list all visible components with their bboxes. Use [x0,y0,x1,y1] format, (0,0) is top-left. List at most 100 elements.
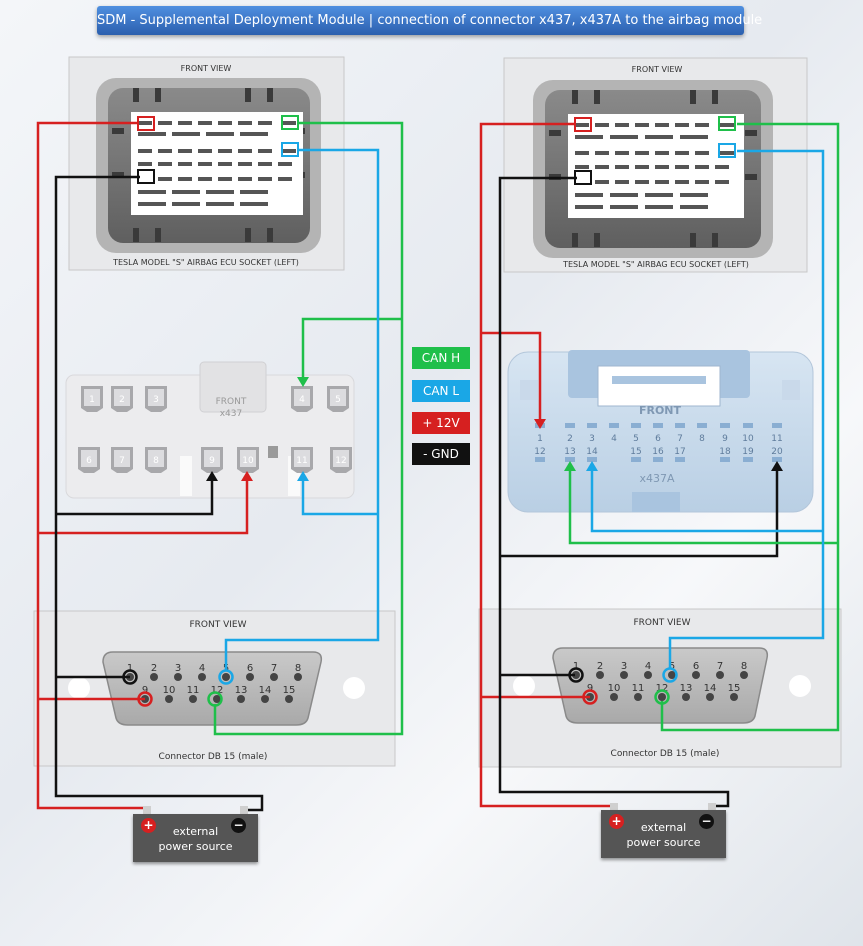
left-arrow-gnd [206,471,218,481]
db15-rings [122,667,678,707]
db15-pin [198,673,206,681]
x437A-pin-bottom [743,457,753,462]
right-power-line1: external [640,821,687,834]
right-db15-ring-1 [568,667,584,683]
left-socket-gnd-marker [137,169,155,184]
left-arrow-12v [241,471,253,481]
left-wire-can-h [213,121,404,736]
right-arrow-can-l [586,461,598,471]
db15-pin-label: 11 [632,683,645,694]
db15-pin [716,671,724,679]
right-socket-footer: TESLA MODEL "S" AIRBAG ECU SOCKET (LEFT) [562,260,749,269]
x437A-pin-top [565,423,575,428]
db15-pin [620,671,628,679]
x437A-pin-label: 7 [677,434,683,444]
right-db15-header: FRONT VIEW [633,618,690,628]
db15-pin [596,671,604,679]
page-title: SDM - Supplemental Deployment Module | c… [97,6,762,35]
arrowheads [206,377,783,481]
x437A-pin-label: 5 [633,434,639,444]
db15-pin-label: 10 [163,685,176,696]
left-db15-footer: Connector DB 15 (male) [159,752,268,762]
db15-pin-label: 2 [597,661,603,672]
x437-pin-label: 6 [86,456,92,466]
db15-pin-label: 2 [151,663,157,674]
db15-pin [237,695,245,703]
left-socket-12v-marker [137,116,155,131]
db15-pin-label: 10 [608,683,621,694]
legend-gnd: - GND [412,443,470,465]
left-wire-can-l [224,148,380,671]
db15-pin [644,671,652,679]
right-db15-ring-5 [662,667,678,683]
x437-pin: 7 [111,447,133,473]
db15-pin-label: 3 [175,663,181,674]
db15-pin-label: 5 [669,661,675,672]
minus-icon: − [699,814,714,829]
x437A-pin-label: 1 [537,434,543,444]
x437A-pin-bottom [675,457,685,462]
x437-pin: 5 [327,386,349,412]
db15-pin [222,673,230,681]
db15-pin-label: 1 [127,663,133,674]
db15-pin-label: 7 [271,663,277,674]
x437A-pin-top [675,423,685,428]
right-power-line2: power source [626,836,701,849]
x437-pin-label: 12 [335,456,346,466]
x437-pin-label: 1 [89,395,95,405]
x437A-pin-top [720,423,730,428]
x437-pin: 9 [201,447,223,473]
x437A-pin-label: 16 [652,447,664,457]
db15-pin-label: 8 [295,663,301,674]
right-socket-can-l-marker [718,143,736,158]
x437-pin-label: 8 [153,456,159,466]
db15-pin-label: 9 [142,685,148,696]
x437-pin-label: 4 [299,395,305,405]
left-arrow-can-l [297,471,309,481]
right-db15-ring-9 [582,689,598,705]
right-arrow-12v [534,419,546,429]
x437A-pin-label: 3 [589,434,595,444]
right-socket-can-h-marker [718,116,736,131]
x437-pin-label: 11 [296,456,307,466]
left-socket-header: FRONT VIEW [181,64,232,73]
x437-pin: 8 [145,447,167,473]
db15-pin [246,673,254,681]
legend-plus-12v: + 12V [412,412,470,434]
left-wire-can-h-x437 [301,317,402,377]
right-db15-footer: Connector DB 15 (male) [611,749,720,759]
left-socket-pins [138,121,296,206]
db15-pin [150,673,158,681]
right-socket-panel: FRONT VIEW TESLA MODEL "S" AIRBAG ECU SO… [503,57,808,273]
x437A-pin-label: 2 [567,434,573,444]
legend-can-l: CAN L [412,380,470,402]
left-db15-ring-12 [207,691,223,707]
right-db15-ring-12 [654,689,670,705]
left-socket-can-l-marker [281,142,299,157]
left-wire-can-l-x437 [301,481,378,516]
db15-pin-label: 12 [211,685,224,696]
left-power-source: + − external power source [133,814,258,862]
x437A-pin-bottom [565,457,575,462]
left-socket-panel: FRONT VIEW TESLA MODEL "S" AIRBAG ECU SO… [68,56,345,271]
db15-pin [740,671,748,679]
right-wire-can-l-x437A [590,471,823,533]
x437-pin: 2 [111,386,133,412]
x437A-pin-label: 4 [611,434,617,444]
x437A-pin-label: 11 [771,434,782,444]
db15-pin-label: 3 [621,661,627,672]
db15-pin [730,693,738,701]
x437-pin-label: 3 [153,395,159,405]
legend-can-h: CAN H [412,347,470,369]
db15-pin [213,695,221,703]
right-socket-header: FRONT VIEW [632,65,683,74]
x437-pin-label: 9 [209,456,215,466]
left-db15-ring-1 [122,669,138,685]
right-wire-can-h [660,122,840,732]
left-wire-gnd-x437 [56,481,214,516]
x437A-pin-label: 10 [742,434,754,444]
